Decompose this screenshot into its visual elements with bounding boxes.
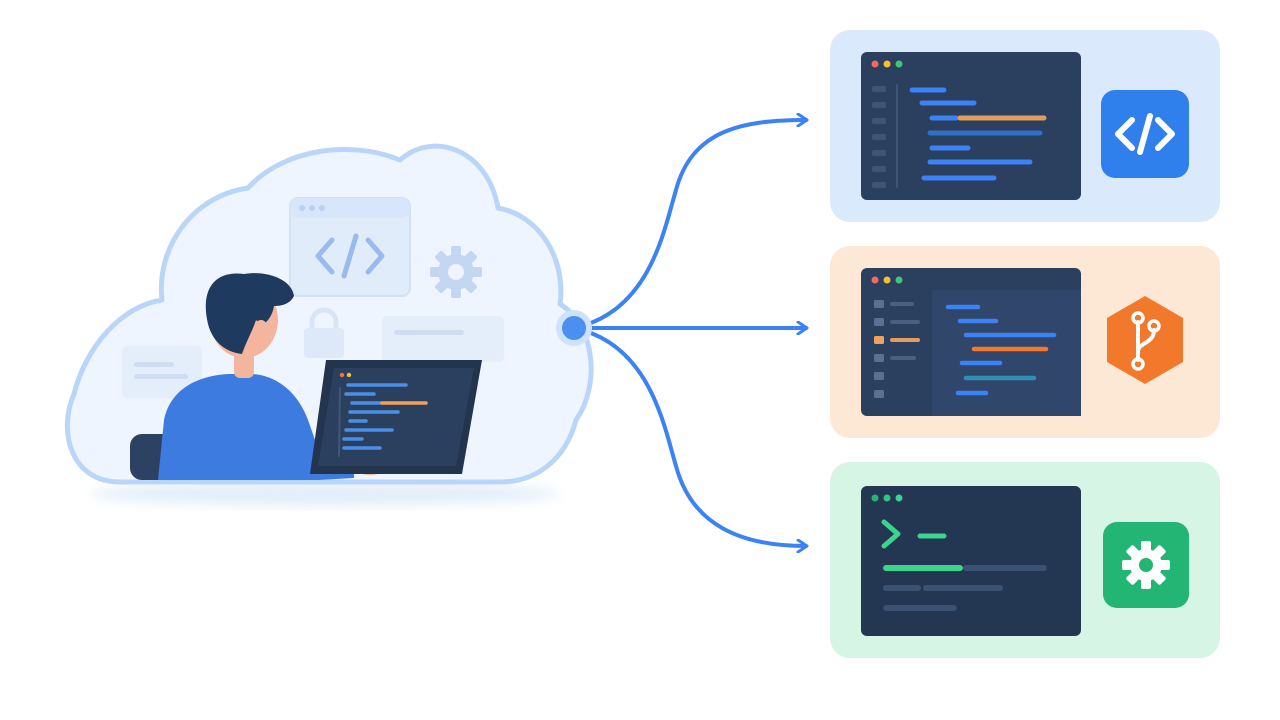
card-terminal[interactable] bbox=[830, 462, 1220, 658]
code-brackets-icon bbox=[315, 233, 385, 279]
ear bbox=[254, 320, 268, 338]
gear-icon bbox=[1103, 522, 1189, 608]
connector-bottom bbox=[572, 326, 806, 546]
shirt bbox=[158, 374, 354, 480]
faded-code-window bbox=[289, 197, 411, 297]
laptop-code-lines bbox=[342, 383, 428, 450]
terminal-window bbox=[861, 486, 1081, 636]
file-tree bbox=[874, 300, 920, 398]
faded-panel-left bbox=[122, 346, 202, 398]
card-code-editor[interactable] bbox=[830, 30, 1220, 222]
cloud-workspace bbox=[64, 143, 594, 485]
editor-window bbox=[861, 52, 1081, 200]
faded-panel-right bbox=[382, 316, 504, 362]
connectors bbox=[572, 120, 806, 546]
laptop bbox=[310, 360, 482, 474]
gear-icon bbox=[430, 246, 482, 298]
hair bbox=[205, 273, 294, 354]
code-brackets-icon bbox=[1101, 90, 1189, 178]
explorer-window bbox=[861, 268, 1081, 416]
lock-icon bbox=[304, 307, 344, 358]
git-branch-icon bbox=[1107, 296, 1183, 384]
card-git-explorer[interactable] bbox=[830, 246, 1220, 438]
ground-shadow bbox=[90, 482, 560, 506]
hub-node-icon bbox=[556, 310, 592, 346]
connector-top bbox=[572, 120, 806, 330]
terminal-prompt-icon bbox=[881, 519, 947, 549]
